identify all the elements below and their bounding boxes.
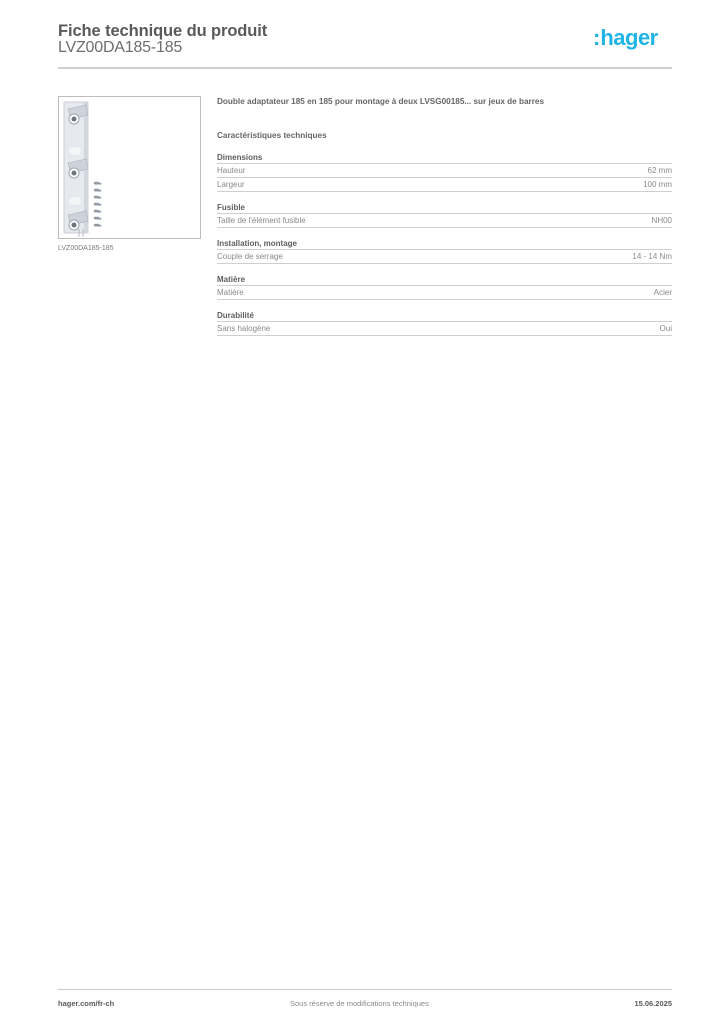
spec-group-title: Durabilité bbox=[217, 310, 672, 322]
spec-row: Matière Acier bbox=[217, 286, 672, 300]
spec-group-title: Matière bbox=[217, 274, 672, 286]
spec-label: Couple de serrage bbox=[217, 252, 283, 261]
logo-text: hager bbox=[600, 25, 658, 50]
spec-label: Sans halogène bbox=[217, 324, 271, 333]
spec-group-fusible: Fusible Taille de l'élément fusible NH00 bbox=[217, 202, 672, 228]
spec-group-matiere: Matière Matière Acier bbox=[217, 274, 672, 300]
spec-label: Matière bbox=[217, 288, 244, 297]
product-description: Double adaptateur 185 en 185 pour montag… bbox=[217, 97, 545, 106]
spec-value: NH00 bbox=[651, 216, 672, 225]
specs-heading: Caractéristiques techniques bbox=[217, 131, 327, 140]
spec-value: 100 mm bbox=[643, 180, 672, 189]
product-image-frame bbox=[58, 96, 201, 239]
spec-value: Acier bbox=[653, 288, 672, 297]
spec-label: Largeur bbox=[217, 180, 245, 189]
product-details: Double adaptateur 185 en 185 pour montag… bbox=[217, 96, 672, 336]
product-image-caption: LVZ00DA185-185 bbox=[58, 245, 114, 252]
page-title: Fiche technique du produit bbox=[58, 22, 268, 40]
footer-divider bbox=[58, 989, 672, 990]
logo-dots-icon: : bbox=[593, 25, 600, 50]
spec-row: Largeur 100 mm bbox=[217, 178, 672, 192]
spec-group-dimensions: Dimensions Hauteur 62 mm Largeur 100 mm bbox=[217, 152, 672, 192]
spec-row: Hauteur 62 mm bbox=[217, 164, 672, 178]
spec-value: Oui bbox=[659, 324, 672, 333]
spec-group-durabilite: Durabilité Sans halogène Oui bbox=[217, 310, 672, 336]
spec-row: Taille de l'élément fusible NH00 bbox=[217, 214, 672, 228]
busbar-adapter-image bbox=[63, 101, 102, 237]
footer-website-link[interactable]: hager.com/fr-ch bbox=[58, 999, 115, 1008]
spec-value: 14 - 14 Nm bbox=[632, 252, 672, 261]
spec-row: Sans halogène Oui bbox=[217, 322, 672, 336]
spec-group-title: Fusible bbox=[217, 202, 672, 214]
footer-date: 15.06.2025 bbox=[634, 999, 672, 1008]
header-divider bbox=[58, 67, 672, 69]
spec-label: Taille de l'élément fusible bbox=[217, 216, 306, 225]
spec-group-installation: Installation, montage Couple de serrage … bbox=[217, 238, 672, 264]
hager-logo: :hager bbox=[593, 27, 658, 49]
spec-row: Couple de serrage 14 - 14 Nm bbox=[217, 250, 672, 264]
footer-disclaimer: Sous réserve de modifications techniques bbox=[290, 999, 429, 1008]
spec-group-title: Installation, montage bbox=[217, 238, 672, 250]
spec-group-title: Dimensions bbox=[217, 152, 672, 164]
product-reference: LVZ00DA185-185 bbox=[58, 39, 183, 56]
spec-label: Hauteur bbox=[217, 166, 246, 175]
spec-value: 62 mm bbox=[647, 166, 672, 175]
